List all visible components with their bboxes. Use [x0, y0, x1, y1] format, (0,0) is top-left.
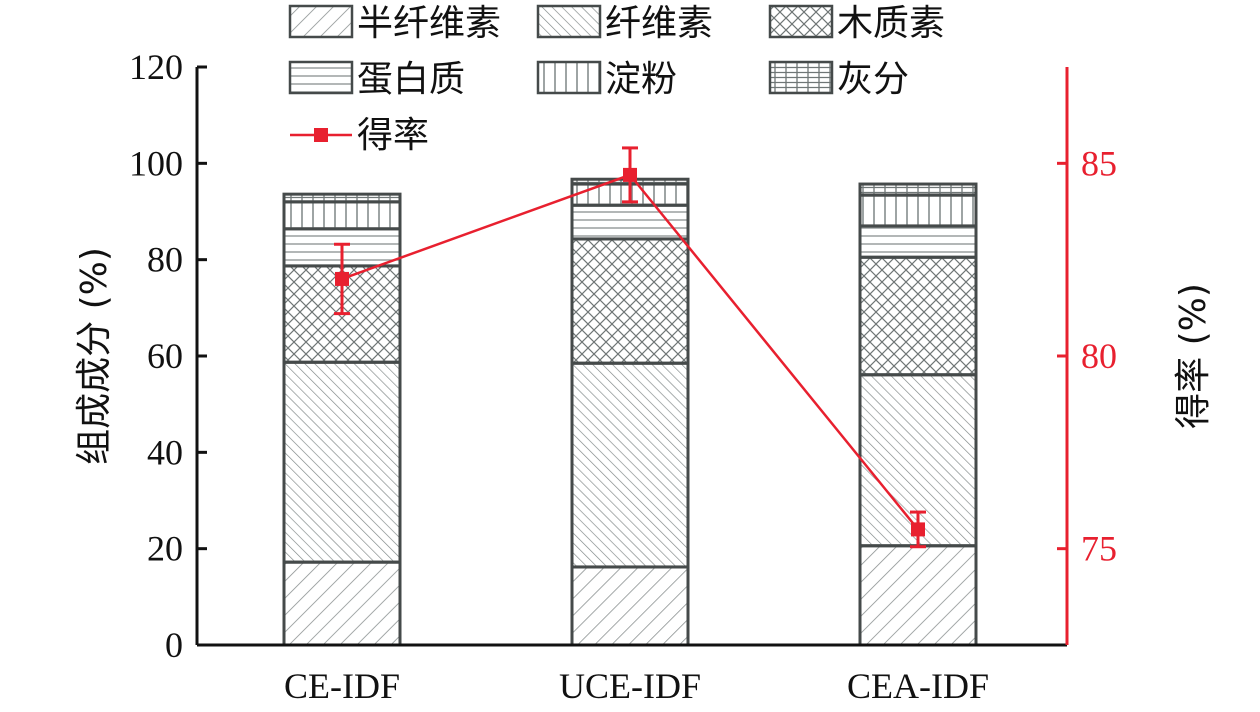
bar-segment-2 [858, 255, 978, 377]
legend-label: 纤维素 [605, 3, 713, 44]
legend-swatch [536, 4, 602, 39]
legend-swatch [536, 60, 602, 95]
legend-swatch [768, 60, 834, 95]
legend-label: 得率 [357, 115, 429, 156]
bar-segment-5 [282, 192, 402, 204]
legend-label: 灰分 [837, 59, 909, 100]
y-tick-label: 80 [147, 240, 183, 280]
legend-marker [314, 128, 328, 142]
y-tick-label: 60 [147, 336, 183, 376]
x-tick-label: UCE-IDF [559, 666, 701, 706]
axes: CE-IDF UCE-IDF CEA-IDF 0 20 40 60 80 100 120 75 80 8… [74, 47, 1214, 706]
y-right-tick-label: 85 [1081, 143, 1117, 183]
bars [282, 177, 978, 647]
bar-segment-3 [858, 224, 978, 259]
yield-point [911, 522, 925, 537]
y-axis-right-label: 得率 (%) [1173, 283, 1214, 429]
x-tick-label: CE-IDF [284, 666, 400, 706]
yield-point [335, 271, 349, 286]
y-tick-label: 100 [129, 143, 183, 183]
bar-segment-0 [570, 565, 690, 647]
legend-label: 淀粉 [605, 59, 677, 100]
bar-segment-2 [570, 237, 690, 365]
y-axis-label: 组成成分 (%) [74, 247, 115, 465]
x-tick-label: CEA-IDF [847, 666, 989, 706]
bar-segment-1 [282, 360, 402, 564]
yield-point [623, 167, 637, 182]
y-right-tick-label: 75 [1081, 529, 1117, 569]
legend-label: 蛋白质 [357, 59, 465, 100]
bar-segment-3 [570, 203, 690, 241]
y-tick-label: 40 [147, 432, 183, 472]
bar-segment-0 [282, 560, 402, 647]
legend-label: 木质素 [837, 3, 945, 44]
bar-segment-0 [858, 544, 978, 647]
y-tick-label: 20 [147, 529, 183, 569]
y-right-tick-label: 80 [1081, 336, 1117, 376]
legend-swatch [288, 60, 354, 95]
bar-segment-1 [570, 361, 690, 569]
bar-segment-4 [858, 193, 978, 228]
y-tick-label: 0 [165, 625, 183, 665]
legend-swatch [768, 4, 834, 39]
y-tick-label: 120 [129, 47, 183, 87]
yield-line [334, 146, 926, 549]
legend-label: 半纤维素 [357, 3, 501, 44]
bar-segment-5 [858, 182, 978, 197]
bar-segment-4 [282, 200, 402, 231]
legend-swatch [288, 4, 354, 39]
